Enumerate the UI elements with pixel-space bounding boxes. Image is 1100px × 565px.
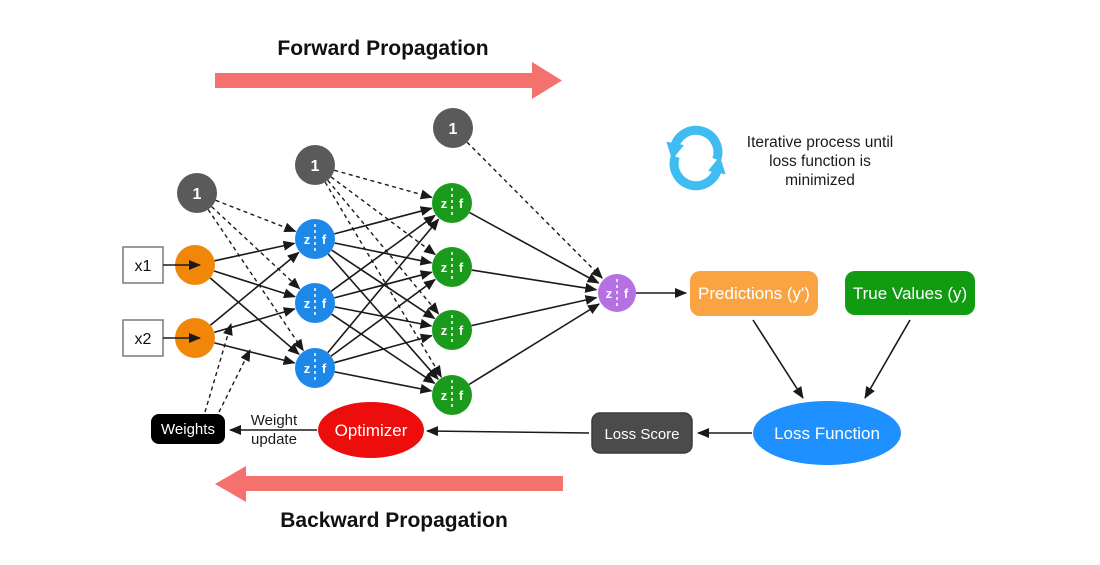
bias-node-output: 1	[433, 108, 473, 148]
input-label-x1: x1	[135, 258, 152, 275]
flow-arrows	[229, 288, 911, 438]
bias-node-hidden1: 1	[177, 173, 217, 213]
z-label: z	[304, 232, 311, 247]
predictions-label: Predictions (y')	[698, 284, 810, 303]
forward-propagation-title: Forward Propagation	[277, 37, 488, 60]
hidden2-node-2: z f	[432, 247, 472, 287]
true-values-label: True Values (y)	[853, 284, 967, 303]
bias-label: 1	[193, 186, 202, 203]
f-label: f	[459, 196, 464, 211]
iterative-note: Iterative process until loss function is…	[747, 134, 893, 189]
input-box-x2: x2	[122, 319, 164, 357]
network-edges	[209, 206, 600, 394]
f-label: f	[459, 388, 464, 403]
loss-score-label: Loss Score	[604, 426, 679, 443]
hidden1-node-2: z f	[295, 283, 335, 323]
optimizer-label: Optimizer	[335, 421, 408, 440]
iterative-note-line2: loss function is	[769, 153, 871, 170]
iterative-note-line3: minimized	[785, 172, 855, 189]
f-label: f	[322, 296, 327, 311]
bias-node-hidden2: 1	[295, 145, 335, 185]
f-label: f	[322, 361, 327, 376]
f-label: f	[322, 232, 327, 247]
f-label: f	[459, 260, 464, 275]
weight-update-line1: Weight	[251, 412, 298, 429]
f-label: f	[624, 286, 629, 301]
f-label: f	[459, 323, 464, 338]
input-box-x1: x1	[122, 246, 164, 284]
z-label: z	[441, 388, 448, 403]
hidden1-node-3: z f	[295, 348, 335, 388]
input-arrows	[163, 260, 201, 343]
weight-update-label: Weight update	[251, 412, 298, 448]
loss-score-box: Loss Score	[591, 412, 693, 454]
z-label: z	[304, 296, 311, 311]
bias-label: 1	[449, 121, 458, 138]
true-values-box: True Values (y)	[845, 271, 975, 315]
hidden2-node-1: z f	[432, 183, 472, 223]
weights-label: Weights	[161, 421, 215, 438]
backward-arrow	[215, 466, 563, 502]
cycle-refresh-icon	[666, 125, 726, 191]
output-node: z f	[598, 274, 636, 312]
hidden1-node-1: z f	[295, 219, 335, 259]
bias-label: 1	[311, 158, 320, 175]
z-label: z	[606, 286, 613, 301]
hidden2-node-4: z f	[432, 375, 472, 415]
z-label: z	[441, 196, 448, 211]
weight-update-edges	[204, 323, 251, 413]
predictions-box: Predictions (y')	[690, 271, 818, 316]
loss-function-ellipse: Loss Function	[753, 401, 901, 465]
weight-update-line2: update	[251, 431, 297, 448]
hidden2-node-3: z f	[432, 310, 472, 350]
z-label: z	[441, 260, 448, 275]
forward-arrow	[215, 62, 562, 99]
iterative-note-line1: Iterative process until	[747, 134, 893, 151]
loss-function-label: Loss Function	[774, 424, 880, 443]
z-label: z	[441, 323, 448, 338]
bias-edges	[207, 141, 603, 378]
backward-propagation-title: Backward Propagation	[280, 509, 508, 532]
optimizer-ellipse: Optimizer	[318, 402, 424, 458]
z-label: z	[304, 361, 311, 376]
input-label-x2: x2	[135, 331, 152, 348]
weights-box: Weights	[151, 414, 225, 444]
